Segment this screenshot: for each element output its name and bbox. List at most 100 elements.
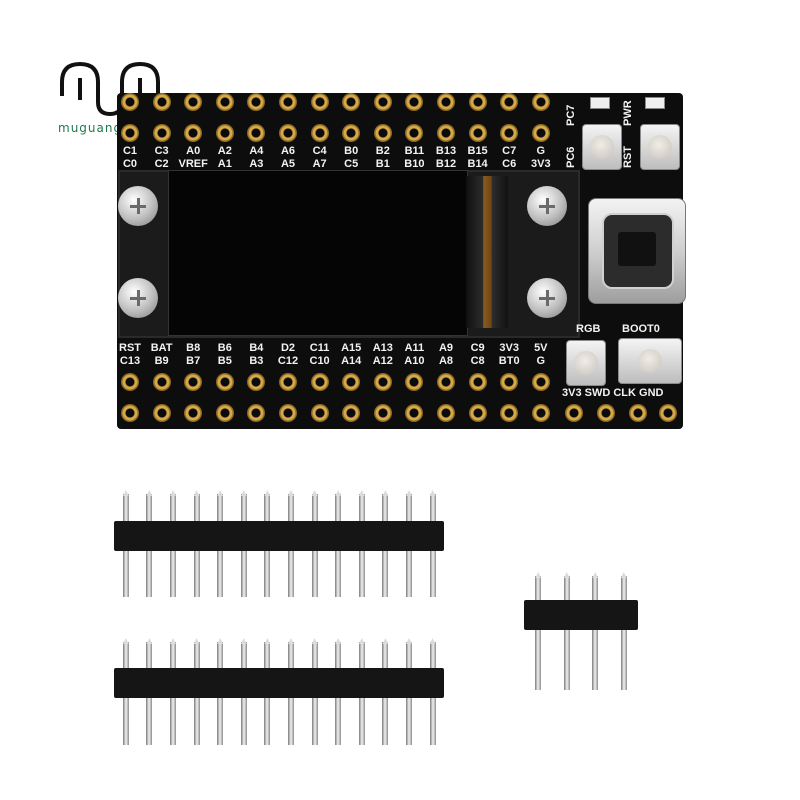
gold-pad <box>659 404 677 422</box>
rgb-button <box>566 340 606 386</box>
gold-pad <box>437 373 455 391</box>
short-pin-header <box>524 600 638 630</box>
gold-pad <box>310 373 329 391</box>
gold-pad <box>152 404 171 422</box>
gold-pad <box>247 373 266 391</box>
pin-label: A4 <box>249 145 264 157</box>
gold-pad <box>468 124 487 142</box>
gold-pad <box>152 373 171 391</box>
pin-label: C5 <box>344 158 359 170</box>
pin-label: A13 <box>372 342 393 354</box>
gold-pad <box>342 93 361 111</box>
screw-icon <box>118 186 158 226</box>
pin-label: A11 <box>404 342 425 354</box>
pin-label: A8 <box>438 355 454 367</box>
pc7-led <box>590 97 610 109</box>
pc7-label: PC7 <box>565 104 577 126</box>
pin-label: B2 <box>375 145 390 157</box>
pin-label: C4 <box>312 145 327 157</box>
pin-label: B13 <box>435 145 457 157</box>
gold-pad <box>468 93 487 111</box>
gold-pad <box>565 404 583 422</box>
pin-label: B14 <box>467 158 488 170</box>
gold-pad <box>373 93 392 111</box>
pin-label: C12 <box>277 355 299 367</box>
pin-label: B5 <box>217 355 232 367</box>
boot0-button <box>618 338 682 384</box>
gold-pad <box>468 404 487 422</box>
gold-pad <box>152 93 171 111</box>
pin-label: A0 <box>186 145 201 157</box>
header-pin <box>620 576 627 690</box>
long-pin-header-top <box>114 521 445 551</box>
pin-label: B6 <box>217 342 232 354</box>
swd-row-label: 3V3 SWD CLK GND <box>562 387 664 399</box>
gold-pad <box>247 124 266 142</box>
pin-label: A10 <box>404 355 425 367</box>
gold-pad <box>215 404 234 422</box>
pin-label: A6 <box>280 145 296 157</box>
pin-label: B3 <box>249 355 264 367</box>
pin-label: G <box>536 145 546 157</box>
gold-pad <box>310 124 329 142</box>
gold-pad <box>405 124 424 142</box>
gold-pad <box>184 373 203 391</box>
header-pin <box>563 576 570 690</box>
pin-label: C6 <box>502 158 517 170</box>
pin-label: C10 <box>309 355 330 367</box>
pin-label: 5V <box>534 342 548 354</box>
gold-pad <box>437 93 455 111</box>
pin-label: D2 <box>280 342 296 354</box>
pin-label: B4 <box>249 342 264 354</box>
gold-pad <box>121 93 139 111</box>
pin-label: VREF <box>178 158 208 170</box>
pin-label: RST <box>119 342 141 354</box>
gold-pad <box>247 93 266 111</box>
pwr-led <box>645 97 665 109</box>
flex-cable <box>466 176 508 328</box>
pin-label: C13 <box>119 355 141 367</box>
boot0-label: BOOT0 <box>622 323 660 335</box>
pin-label: B10 <box>404 158 425 170</box>
gold-pad <box>184 124 203 142</box>
gold-pad <box>342 404 361 422</box>
gold-pad <box>279 124 297 142</box>
gold-pad <box>121 373 139 391</box>
pin-label: C2 <box>154 158 169 170</box>
pin-label: B1 <box>375 158 390 170</box>
pwr-label: PWR <box>622 100 634 126</box>
gold-pad <box>500 404 519 422</box>
gold-pad <box>500 93 519 111</box>
pin-label: C7 <box>502 145 517 157</box>
pin-label: B12 <box>435 158 457 170</box>
gold-pad <box>215 124 234 142</box>
pin-label: C8 <box>470 355 485 367</box>
gold-pad <box>405 404 424 422</box>
screw-icon <box>527 186 567 226</box>
gold-pad <box>405 93 424 111</box>
gold-pad <box>405 373 424 391</box>
pin-label: A2 <box>217 145 232 157</box>
pin-label: BT0 <box>498 355 520 367</box>
gold-pad <box>373 373 392 391</box>
gold-pad <box>373 124 392 142</box>
pin-label: A3 <box>249 158 264 170</box>
pin-label: A5 <box>280 158 296 170</box>
gold-pad <box>437 404 455 422</box>
gold-pad <box>215 93 234 111</box>
pin-label: C0 <box>122 158 138 170</box>
pin-label: 3V3 <box>531 158 551 170</box>
long-pin-header-bottom <box>114 668 445 698</box>
gold-pad <box>310 93 329 111</box>
pin-label: B0 <box>344 145 359 157</box>
gold-pad <box>121 404 139 422</box>
gold-pad <box>215 373 234 391</box>
gold-pad <box>500 124 519 142</box>
pin-label: 3V3 <box>499 342 519 354</box>
gold-pad <box>342 124 361 142</box>
gold-pad <box>629 404 647 422</box>
pc6-label: PC6 <box>565 146 577 168</box>
gold-pad <box>373 404 392 422</box>
gold-pad <box>121 124 139 142</box>
gold-pad <box>597 404 615 422</box>
